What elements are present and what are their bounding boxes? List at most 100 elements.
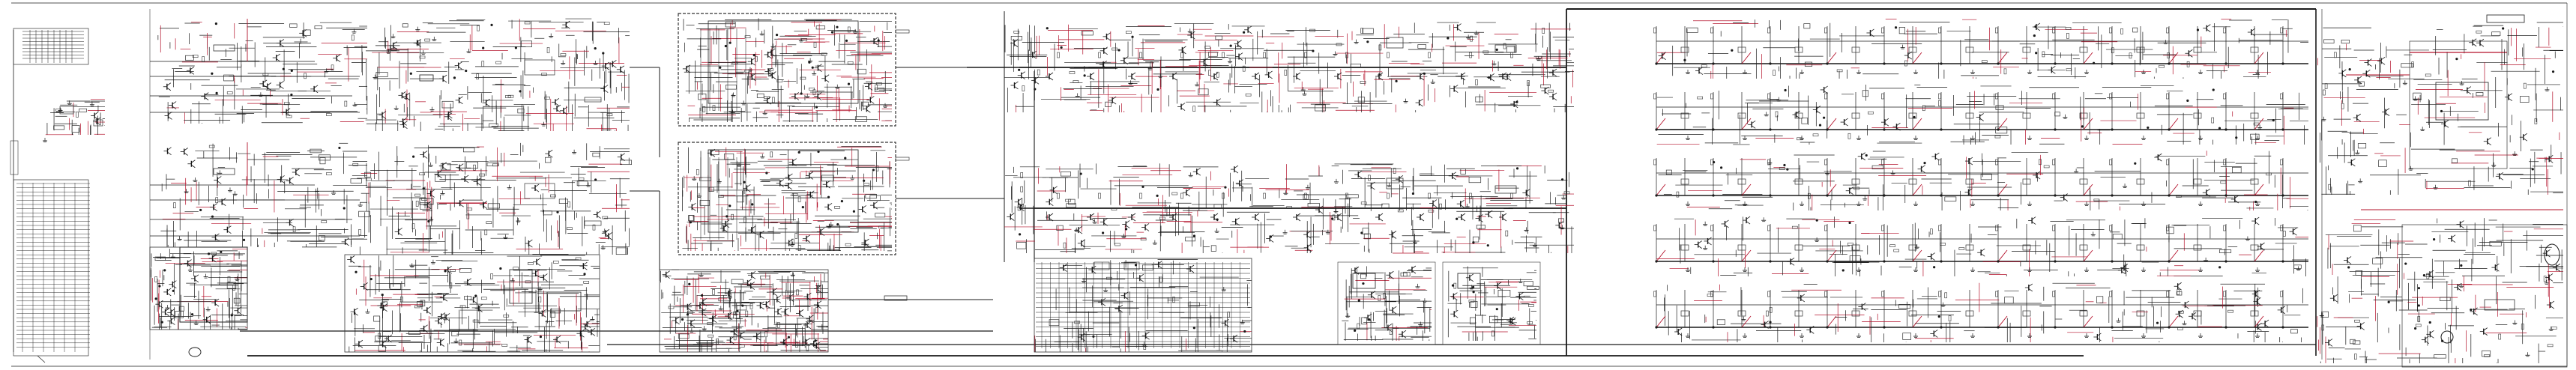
transistor-symbol — [785, 173, 793, 182]
wire — [37, 355, 46, 363]
transistor-symbol — [814, 92, 822, 100]
transistor-collector — [289, 176, 294, 181]
transistor-emitter — [1123, 61, 1129, 65]
transistor-emitter — [534, 189, 540, 192]
component-box — [815, 25, 825, 30]
resistor — [507, 94, 514, 98]
transistor-emitter — [826, 185, 830, 189]
transistor-collector — [788, 181, 793, 185]
transistor-emitter — [215, 238, 220, 242]
transistor-collector — [184, 148, 188, 151]
component-box — [821, 175, 834, 182]
wire — [1656, 249, 1666, 262]
transistor-emitter — [1552, 73, 1557, 77]
transistor-symbol — [805, 172, 814, 180]
transistor-emitter — [1552, 97, 1557, 101]
transistor-emitter — [289, 223, 294, 227]
resistor — [702, 106, 706, 112]
transistor-symbol — [420, 151, 428, 159]
transistor-symbol — [1234, 40, 1242, 48]
transistor-symbol — [870, 37, 878, 46]
resistor — [326, 172, 332, 175]
transistor-collector — [806, 234, 811, 238]
component-box — [524, 59, 555, 76]
wire — [1912, 315, 1922, 328]
transistor-symbol — [218, 198, 226, 206]
transistor-emitter — [286, 112, 291, 116]
transistor-collector — [817, 92, 822, 96]
ground-symbol — [805, 93, 810, 98]
transistor-symbol — [784, 181, 793, 190]
transistor-collector — [820, 228, 825, 231]
transistor-emitter — [1506, 77, 1512, 81]
transistor-emitter — [166, 87, 172, 91]
transistor-collector — [868, 82, 873, 86]
transistor-collector — [597, 210, 601, 214]
resistor — [809, 87, 815, 91]
wire — [2168, 184, 2179, 196]
transistor-emitter — [280, 85, 284, 89]
transistor-collector — [818, 64, 822, 67]
transistor-symbol — [439, 74, 447, 83]
resistor — [208, 145, 215, 148]
transistor-emitter — [820, 232, 825, 236]
transistor-collector — [477, 178, 481, 181]
transistor-symbol — [601, 61, 609, 70]
resistor — [1204, 46, 1210, 49]
transistor-collector — [1216, 98, 1221, 102]
ground-symbol — [324, 68, 329, 73]
component-box — [688, 215, 694, 222]
transistor-symbol — [1549, 92, 1557, 101]
wire — [1912, 249, 1922, 262]
resistor — [390, 48, 397, 51]
transistor-emitter — [612, 64, 617, 68]
component-box — [1198, 88, 1209, 96]
component-box — [875, 213, 886, 218]
component-box — [465, 161, 478, 169]
transistor-symbol — [864, 82, 873, 91]
ground-symbol — [177, 236, 182, 241]
resistor — [1150, 61, 1153, 67]
component-box — [1215, 35, 1223, 40]
transistor-emitter — [1021, 76, 1025, 80]
transistor-collector — [760, 231, 764, 234]
component-box — [524, 183, 555, 199]
transistor-symbol — [1453, 23, 1462, 31]
resistor — [1192, 106, 1196, 112]
wire — [1912, 52, 1922, 64]
transistor-emitter — [686, 70, 691, 73]
resistor — [1069, 71, 1076, 74]
transistor-collector — [605, 228, 610, 233]
ground-symbol — [696, 192, 702, 198]
component-box — [558, 198, 568, 204]
transistor-collector — [1552, 68, 1557, 72]
transistor-symbol — [768, 71, 776, 79]
dashed-module-frame — [678, 13, 896, 127]
transistor-collector — [1103, 46, 1108, 50]
transistor-collector — [605, 61, 609, 65]
resistor — [567, 227, 573, 230]
transistor-collector — [827, 202, 833, 207]
resistor — [486, 221, 492, 224]
resistor — [1475, 79, 1478, 85]
component-box — [543, 210, 552, 216]
transistor-emitter — [405, 97, 411, 101]
transistor-symbol — [1028, 50, 1037, 59]
transistor-emitter — [711, 154, 716, 157]
resistor — [173, 202, 176, 209]
ground-symbol — [372, 74, 378, 79]
transistor-collector — [788, 173, 793, 177]
component-box — [698, 93, 707, 100]
transistor-collector — [1457, 23, 1462, 27]
component-box — [861, 101, 869, 107]
transistor-collector — [483, 201, 488, 204]
resistor — [477, 25, 480, 31]
wire — [2168, 249, 2179, 262]
transistor-collector — [770, 48, 776, 52]
ground-symbol — [258, 92, 263, 97]
ground-symbol — [516, 218, 521, 222]
transistor-emitter — [873, 42, 878, 46]
resistor — [202, 56, 205, 62]
transistor-emitter — [770, 53, 776, 57]
transistor-emitter — [760, 235, 764, 239]
